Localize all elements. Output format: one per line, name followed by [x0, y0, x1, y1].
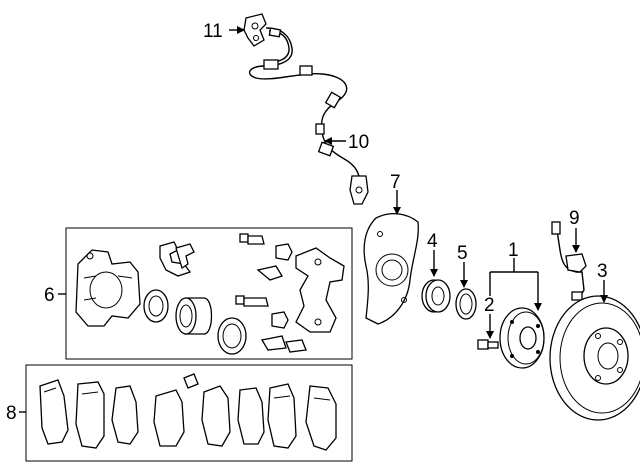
- abs-sensor-harness-part: [248, 27, 369, 205]
- caliper-bracket-part: [295, 247, 345, 333]
- caliper-body-part: [75, 249, 141, 327]
- brake-pad-set-part: [39, 373, 337, 451]
- piston-part: [175, 297, 213, 335]
- callout-7: 7: [390, 172, 401, 193]
- piston-seal-part: [217, 317, 247, 355]
- hub-bolt-part: [477, 339, 499, 350]
- brake-hose-part: [551, 221, 587, 301]
- callout-10: 10: [348, 132, 369, 153]
- sensor-bracket-part: [243, 13, 267, 47]
- callout-6: 6: [44, 285, 55, 306]
- callout-4: 4: [427, 231, 438, 252]
- shim-clip-part: [256, 265, 307, 353]
- brake-pad-set-box: [25, 364, 353, 462]
- callout-2: 2: [484, 295, 495, 316]
- callout-11: 11: [203, 21, 223, 42]
- callout-9: 9: [569, 208, 580, 229]
- wheel-bearing-part: [421, 279, 451, 313]
- brake-rotor-part: [549, 295, 640, 421]
- pin-boot-part: [271, 243, 293, 329]
- pad-clip-part: [159, 241, 195, 277]
- callout-8: 8: [6, 403, 17, 424]
- dust-boot-part: [143, 289, 169, 323]
- snap-ring-part: [455, 288, 477, 320]
- callout-5: 5: [457, 243, 468, 264]
- leader-1-bracket: [490, 258, 538, 273]
- callout-3: 3: [597, 261, 608, 282]
- hub-part: [499, 307, 545, 369]
- callout-1: 1: [508, 240, 519, 261]
- splash-shield-part: [363, 212, 419, 325]
- guide-pin-part: [235, 233, 269, 307]
- leader-lines: [19, 26, 608, 413]
- callout-labels: 11 10 7 9 4 5 1 3 6 2 8: [6, 21, 608, 424]
